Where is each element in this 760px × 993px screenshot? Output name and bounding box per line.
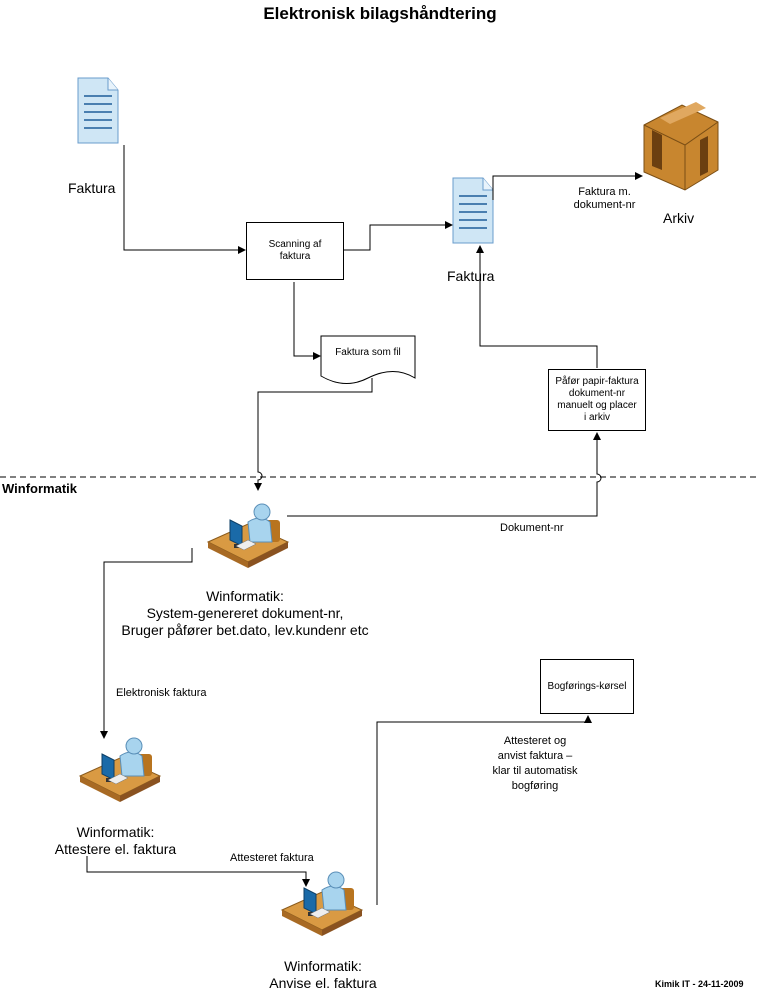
user2-description: Winformatik: Attestere el. faktura bbox=[54, 824, 177, 857]
user-icon-2 bbox=[79, 737, 161, 803]
dokument-nr-label: Dokument-nr bbox=[500, 522, 564, 534]
user-icon-3 bbox=[281, 871, 363, 937]
archive-box-icon bbox=[643, 102, 719, 191]
page-title: Elektronisk bilagshåndtering bbox=[263, 4, 497, 23]
paafoer-box: Påfør papir-faktura dokument-nr manuelt … bbox=[548, 369, 646, 431]
attesteret-faktura-label: Attesteret faktura bbox=[230, 852, 314, 864]
faktura-label-mid: Faktura bbox=[447, 268, 495, 284]
user3-description: Winformatik: Anvise el. faktura bbox=[269, 958, 377, 991]
faktura-som-fil-label: Faktura som fil bbox=[335, 347, 401, 358]
arkiv-label: Arkiv bbox=[663, 210, 695, 226]
faktura-doc-icon bbox=[77, 77, 119, 144]
faktura-label-top: Faktura bbox=[68, 180, 116, 196]
faktura-doc-icon-2 bbox=[452, 177, 494, 244]
faktura-m-dokument-label: Faktura m. dokument-nr bbox=[573, 186, 636, 211]
attesteret-anvist-label: Attesteret og anvist faktura – klar til … bbox=[492, 735, 578, 792]
faktura-som-fil-shape bbox=[320, 335, 416, 384]
elektronisk-faktura-label: Elektronisk faktura bbox=[116, 687, 207, 699]
user-icon-1 bbox=[207, 503, 289, 569]
user1-description: Winformatik: System-genereret dokument-n… bbox=[121, 588, 369, 638]
bogfoerings-box: Bogførings-kørsel bbox=[540, 659, 634, 714]
footer-credit: Kimik IT - 24-11-2009 bbox=[655, 979, 744, 989]
winformatik-section-label: Winformatik bbox=[2, 481, 77, 496]
